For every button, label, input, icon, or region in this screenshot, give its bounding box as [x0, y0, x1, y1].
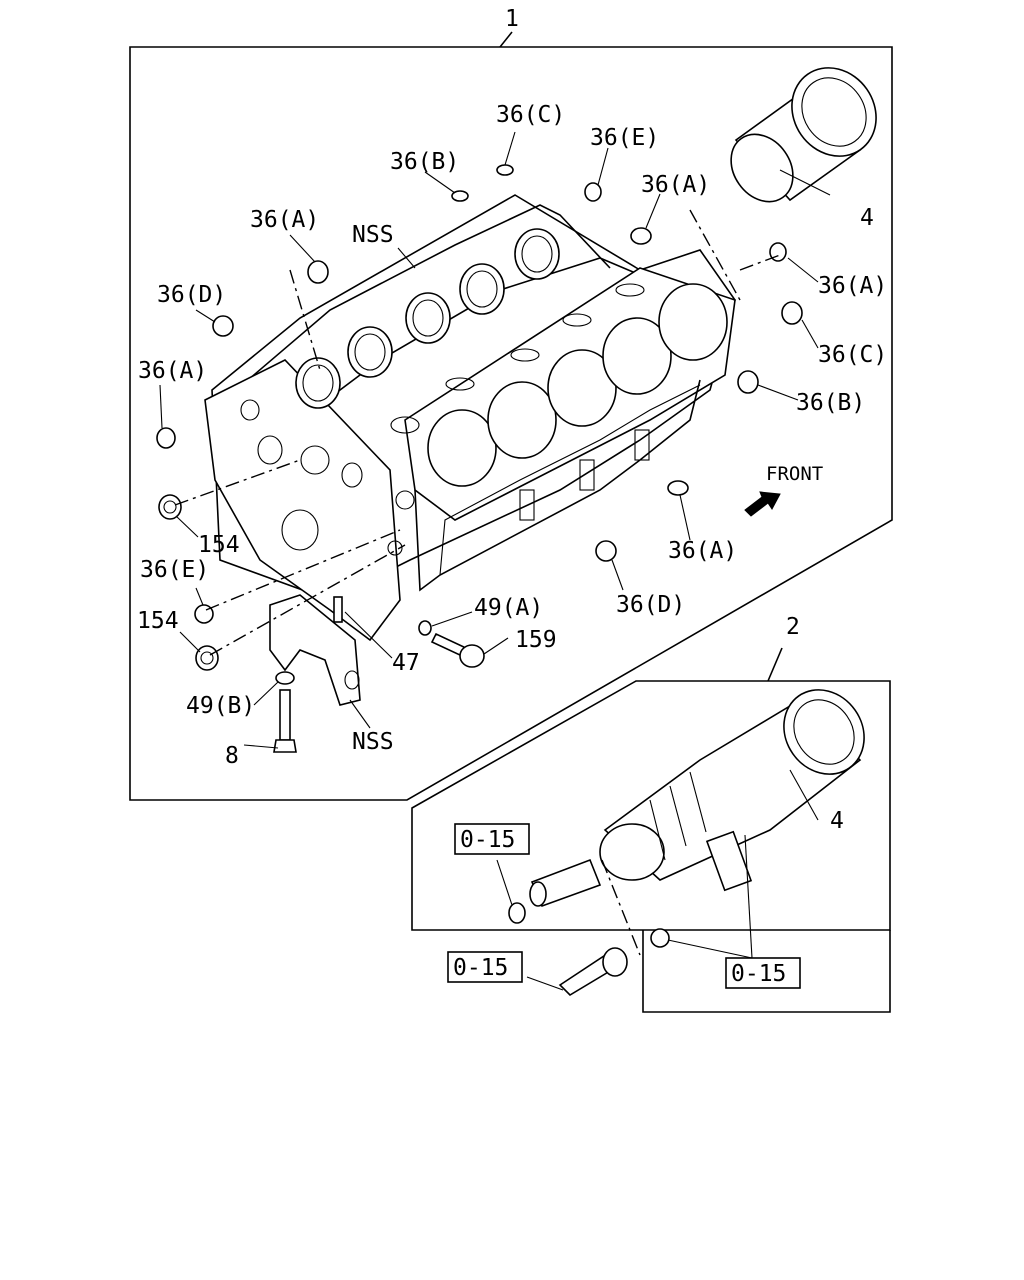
plug-36a-mid [667, 480, 689, 496]
piston-pin [529, 858, 602, 908]
plug-36c-top [496, 164, 514, 176]
callout-36d-left: 36(D) [157, 282, 226, 308]
bolt-159 [430, 632, 485, 668]
plug-36d-left [212, 315, 234, 337]
callout-nss-top: NSS [352, 222, 394, 248]
callout-47: 47 [392, 650, 420, 676]
callout-36a-left: 36(A) [138, 358, 207, 384]
plug-36b-right [737, 370, 759, 394]
ref-label-3: 0-15 [731, 961, 786, 987]
ref-box-2 [447, 951, 523, 983]
front-direction-arrow [744, 491, 781, 517]
ref-label-1: 0-15 [460, 827, 515, 853]
connecting-rod [558, 947, 628, 997]
callout-36a-top-right: 36(A) [641, 172, 710, 198]
plug-36a-top-left [307, 260, 329, 284]
callout-154-b: 154 [137, 608, 179, 634]
callout-49b: 49(B) [186, 693, 255, 719]
plug-154-a [158, 494, 182, 520]
callout-8: 8 [225, 743, 239, 769]
callout-36b-right: 36(B) [796, 390, 865, 416]
callout-2-leader [767, 647, 783, 682]
callout-36a-mid: 36(A) [668, 538, 737, 564]
leader-lines [159, 131, 831, 991]
callout-49a: 49(A) [474, 595, 543, 621]
cylinder-liner-top [730, 67, 877, 203]
callout-36b-left: 36(B) [390, 149, 459, 175]
callout-36e-top: 36(E) [590, 125, 659, 151]
main-bearing-cap [269, 594, 361, 706]
callout-36a-right1: 36(A) [818, 273, 887, 299]
plug-36b-top [451, 190, 469, 202]
ref-box-1 [454, 823, 530, 855]
ref-box-3 [725, 957, 801, 989]
callout-4-bottom: 4 [830, 808, 844, 834]
bolt-8 [273, 689, 297, 753]
callout-1: 1 [505, 6, 519, 32]
washer-49a [418, 620, 432, 636]
callout-labels: 1 2 4 4 36(C) 36(E) 36(B) 36(A) 36(A) NS… [137, 6, 887, 987]
callout-4-top: 4 [860, 205, 874, 231]
callout-36d-mid: 36(D) [616, 592, 685, 618]
plug-36e-top [584, 182, 602, 202]
assembly-2-frame [411, 680, 891, 931]
callout-36c-top: 36(C) [496, 102, 565, 128]
plug-154-b [195, 645, 219, 671]
plug-36c-right [781, 301, 803, 325]
plug-36a-top-right [630, 227, 652, 245]
snap-ring [508, 902, 526, 924]
assembly-1-frame [129, 46, 893, 801]
callout-1-leader [499, 31, 513, 48]
connecting-rod-frame [642, 930, 891, 1013]
piston-assembly [599, 689, 865, 892]
ref-label-2: 0-15 [453, 955, 508, 981]
front-label: FRONT [766, 463, 823, 485]
callout-36c-right: 36(C) [818, 342, 887, 368]
plug-36a-right [769, 242, 787, 262]
callout-154-a: 154 [198, 532, 240, 558]
plug-36d-mid [595, 540, 617, 562]
washer-49b [275, 671, 295, 685]
callout-36e-left: 36(E) [140, 557, 209, 583]
callout-nss-bottom: NSS [352, 729, 394, 755]
plug-36a-left [156, 427, 176, 449]
callout-2: 2 [786, 614, 800, 640]
cylinder-block [204, 194, 736, 642]
callout-159: 159 [515, 627, 557, 653]
callout-36a-left-top: 36(A) [250, 207, 319, 233]
rod-bushing [650, 928, 670, 948]
